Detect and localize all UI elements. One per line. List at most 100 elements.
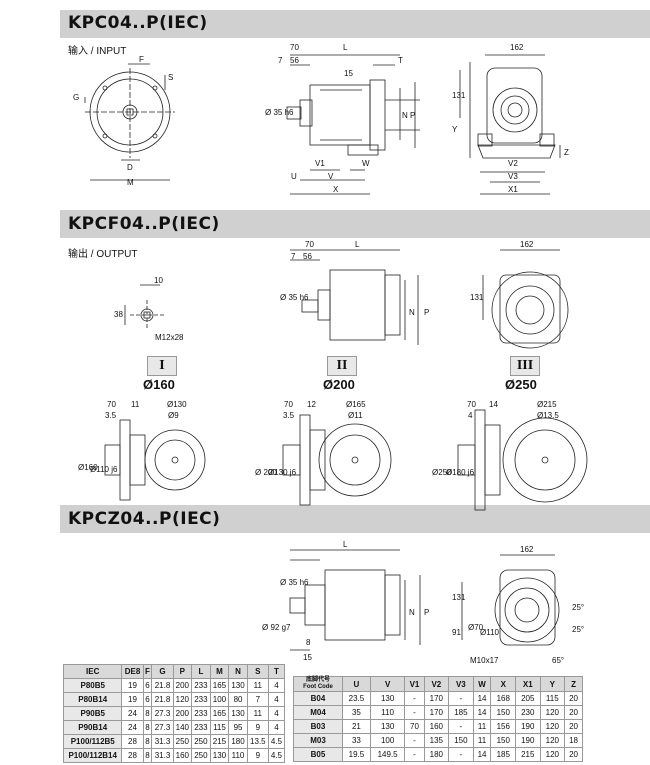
section-band-kpcf: [60, 210, 650, 238]
table-cell: -: [448, 747, 474, 762]
flange-ii-drawings: [282, 414, 392, 506]
flange-iii-label: III: [510, 356, 540, 376]
foot-col-y: Y: [539, 676, 566, 692]
table-cell: 20: [564, 705, 583, 720]
table-cell: 8: [142, 720, 153, 735]
table-cell: 19: [121, 692, 144, 707]
table-cell: 8: [142, 748, 153, 763]
table-cell: 19: [121, 678, 144, 693]
kpc-side-u: U: [291, 172, 297, 181]
table-cell: 31.3: [151, 734, 174, 749]
foot-col-x: X: [490, 676, 517, 692]
flange-ii-c: 3.5: [283, 411, 295, 420]
table-cell: 150: [448, 733, 474, 748]
kpcz-side-15: 15: [303, 653, 312, 662]
flange-ii-diameter: Ø200: [323, 377, 355, 392]
kpc-side-l: L: [343, 43, 348, 52]
flange-ii-d: Ø165: [346, 400, 366, 409]
foot-col-code-cn: 底脚代号: [305, 677, 330, 683]
table-cell: 110: [228, 748, 248, 763]
kpcf-side-56: 56: [303, 252, 312, 261]
table-cell: -: [404, 705, 425, 720]
kpcf-shaft-view: [124, 284, 165, 330]
table-cell: B04: [293, 691, 343, 706]
flange-i-diameter: Ø160: [143, 377, 175, 392]
flange-i-label: I: [147, 356, 177, 376]
table-cell: 170: [423, 691, 450, 706]
section-title-kpc: KPC04..P(IEC): [68, 13, 208, 33]
kpc-side-7: 7: [278, 56, 283, 65]
table-cell: 33: [342, 733, 371, 748]
foot-col-z: Z: [564, 676, 583, 692]
kpcz-side-shaft: Ø 35 h6: [280, 578, 309, 587]
flange-i-f: Ø160: [78, 463, 98, 472]
kpc-front-d: D: [127, 163, 133, 172]
kpcz-end-view: [461, 554, 560, 646]
table-cell: 233: [191, 678, 211, 693]
kpc-side-view: [286, 54, 420, 195]
iec-col-n: N: [228, 664, 248, 679]
kpc-front-m: M: [127, 178, 134, 187]
table-cell: -: [404, 691, 425, 706]
flange-iii-drawings: [457, 409, 588, 511]
iec-col-l: L: [191, 664, 211, 679]
foot-col-code: 底脚代号 Foot Code: [293, 676, 343, 692]
kpcf-side-7: 7: [291, 252, 296, 261]
table-cell: 21.8: [151, 692, 174, 707]
table-cell: 215: [209, 734, 230, 749]
table-cell: 11: [246, 678, 269, 693]
table-cell: 156: [490, 719, 517, 734]
kpc-side-v: V: [328, 172, 334, 181]
table-cell: 120: [539, 747, 566, 762]
table-cell: -: [404, 747, 425, 762]
table-cell: 150: [490, 705, 517, 720]
kpcz-end-thread: M10x17: [470, 656, 499, 665]
foot-col-u: U: [342, 676, 371, 692]
iec-col-s: S: [246, 664, 269, 679]
flange-iii-d: Ø215: [537, 400, 557, 409]
foot-code-table: 底脚代号 Foot Code U V V1 V2 V3 W X X1 Y Z B…: [293, 676, 583, 762]
section-band-kpc: [60, 10, 650, 38]
table-cell: P100/112B14: [62, 748, 123, 763]
table-cell: 165: [209, 706, 230, 721]
kpc-front-g: G: [73, 93, 79, 102]
table-cell: 185: [448, 705, 474, 720]
table-cell: 14: [472, 747, 492, 762]
table-cell: 233: [191, 720, 211, 735]
table-cell: 150: [490, 733, 517, 748]
table-cell: 130: [228, 678, 248, 693]
flange-ii-e: Ø11: [348, 411, 363, 420]
kpc-end-y: Y: [452, 125, 458, 134]
kpcf-side-n: N: [409, 308, 415, 317]
table-cell: 215: [515, 747, 541, 762]
kpc-side-x: X: [333, 185, 339, 194]
flange-i-g: Ø110 j6: [90, 465, 118, 474]
table-cell: 11: [472, 733, 492, 748]
kpcz-end-131: 131: [452, 593, 466, 602]
table-cell: 18: [564, 733, 583, 748]
kpc-side-70: 70: [290, 43, 299, 52]
iec-col-g: G: [151, 664, 174, 679]
kpc-front-f: F: [139, 55, 144, 64]
flange-ii-a: 70: [284, 400, 293, 409]
flange-i-b: 11: [131, 400, 140, 409]
kpc-end-131: 131: [452, 91, 466, 100]
table-cell: 140: [172, 720, 193, 735]
table-cell: 28: [121, 748, 144, 763]
flange-iii-b: 14: [489, 400, 498, 409]
flange-i-drawings: [104, 419, 206, 501]
table-cell: 233: [191, 706, 211, 721]
table-cell: 20: [564, 719, 583, 734]
table-cell: 120: [172, 692, 193, 707]
kpcf-side-view: [290, 249, 419, 345]
kpc-end-v3: V3: [508, 172, 518, 181]
table-cell: 130: [228, 706, 248, 721]
foot-col-v: V: [369, 676, 406, 692]
